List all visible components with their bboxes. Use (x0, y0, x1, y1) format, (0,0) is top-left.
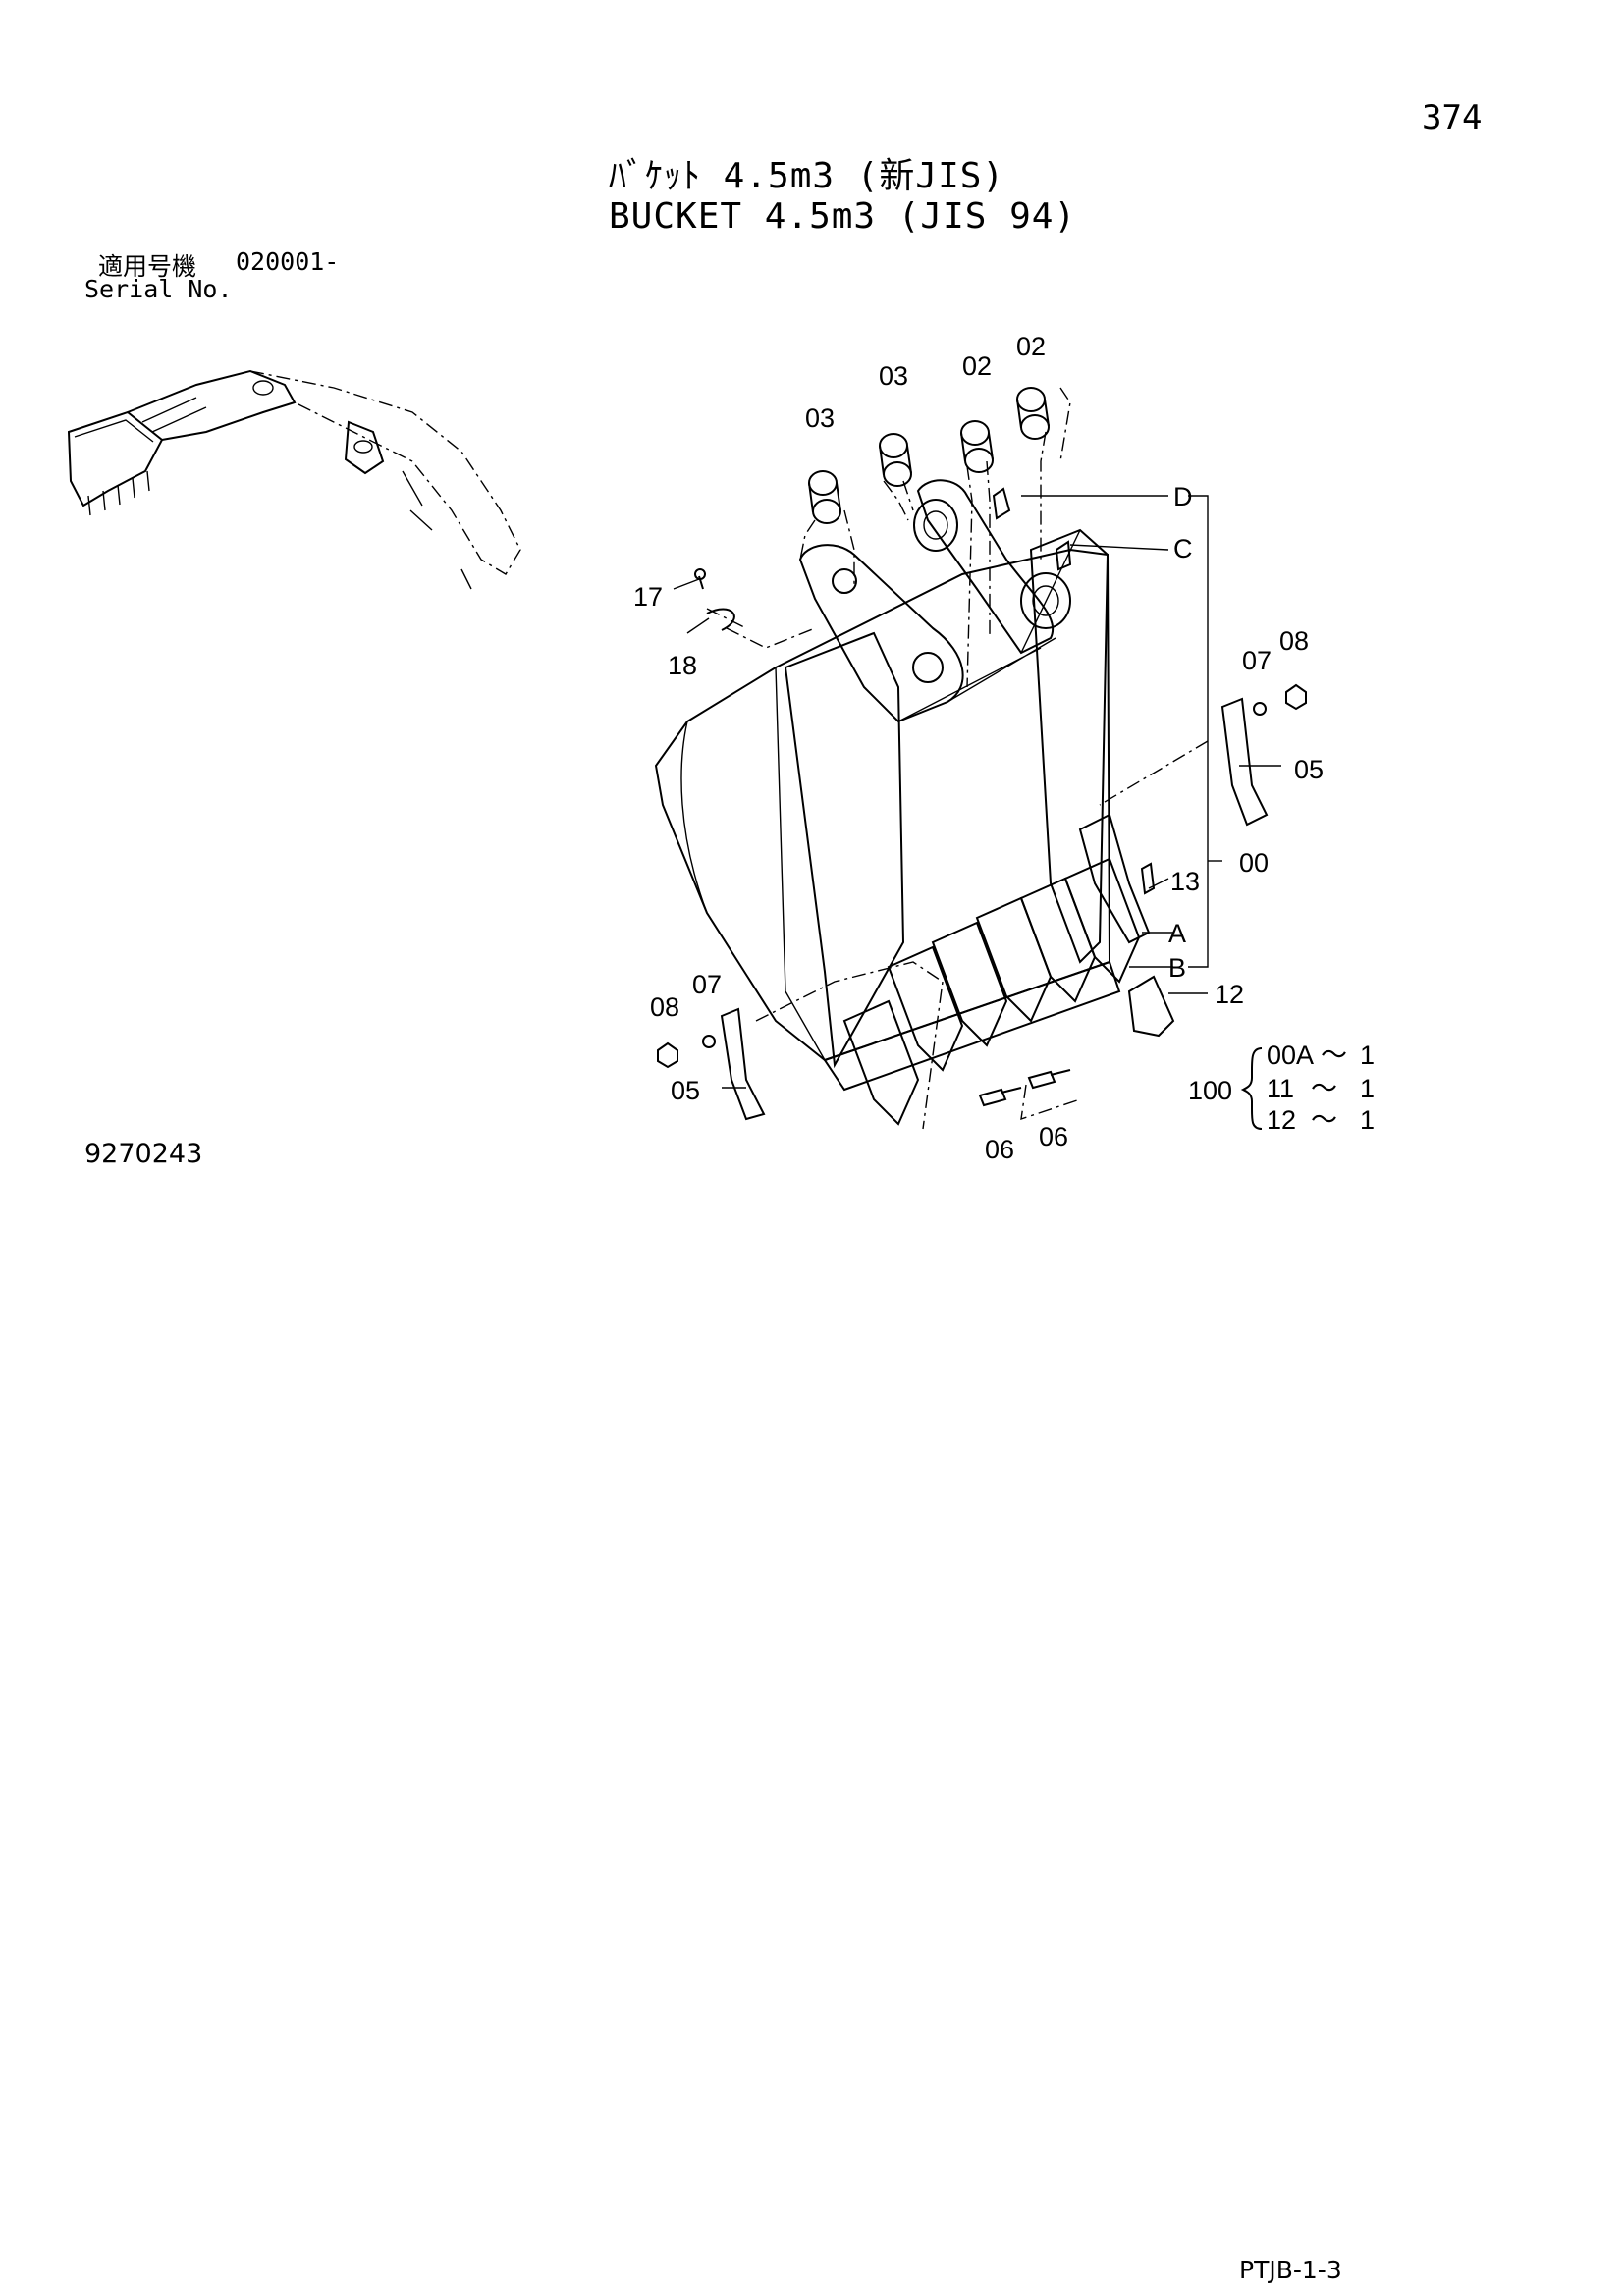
serial-range: 020001- (236, 247, 340, 276)
assembly-row-part: 00A (1267, 1041, 1314, 1070)
callout-C: C (1173, 534, 1193, 563)
callout-06a: 06 (985, 1135, 1014, 1164)
callout-02b: 02 (1016, 332, 1046, 361)
serial-label-japanese: 適用号機 (98, 252, 197, 281)
assembly-list: 100 00A ～ 1 11 ～ 1 12 ～ 1 (1188, 1041, 1375, 1135)
assembly-row-qty: 1 (1360, 1041, 1375, 1070)
callout-03a: 03 (805, 403, 835, 433)
callout-D: D (1173, 482, 1193, 511)
callout-00: 00 (1239, 848, 1269, 878)
bucket-drawing: 03 03 02 02 D C 17 18 07 08 05 00 13 A B… (633, 332, 1375, 1164)
page-code: PTJB-1-3 (1239, 2256, 1342, 2284)
assembly-row-sep: ～ (1311, 1105, 1337, 1135)
callout-13: 13 (1170, 867, 1200, 896)
callout-02a: 02 (962, 351, 992, 381)
callout-12: 12 (1215, 980, 1244, 1009)
page-number: 374 (1422, 98, 1483, 137)
callout-05-left: 05 (671, 1076, 700, 1105)
callout-07-left: 07 (692, 970, 722, 999)
assembly-row-part: 12 (1267, 1105, 1296, 1135)
callout-05-right: 05 (1294, 755, 1324, 784)
assembly-row-qty: 1 (1360, 1074, 1375, 1103)
callout-B: B (1168, 953, 1186, 983)
assembly-row-sep: ～ (1321, 1041, 1347, 1070)
drawing-number: 9270243 (84, 1139, 203, 1169)
assembly-row-sep: ～ (1311, 1074, 1337, 1103)
assembly-row-qty: 1 (1360, 1105, 1375, 1135)
callout-17: 17 (633, 582, 663, 612)
excavator-arm-thumbnail (67, 369, 521, 590)
callout-A: A (1168, 919, 1186, 948)
assembly-number: 100 (1188, 1076, 1232, 1105)
callout-07-right: 07 (1242, 646, 1272, 675)
title-japanese: ﾊﾞｹｯﾄ 4.5m3 (新JIS) (609, 156, 1005, 196)
title-english: BUCKET 4.5m3 (JIS 94) (609, 196, 1077, 237)
callout-08-left: 08 (650, 992, 679, 1022)
serial-label-english: Serial No. (84, 275, 233, 303)
assembly-row-part: 11 (1267, 1074, 1294, 1103)
callout-08-right: 08 (1279, 626, 1309, 656)
callout-03b: 03 (879, 361, 908, 391)
callout-06b: 06 (1039, 1122, 1068, 1151)
callout-18: 18 (668, 651, 697, 680)
